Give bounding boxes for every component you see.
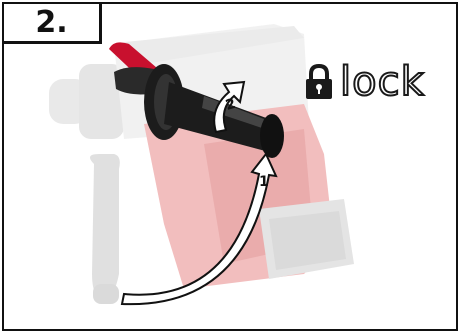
step-number: 2.	[35, 5, 67, 40]
lock-label: lock	[340, 62, 425, 102]
padlock-icon	[304, 64, 334, 100]
lock-indicator: lock	[304, 62, 425, 102]
arrow-1-label: 1	[259, 174, 269, 190]
hammer-drill-illustration: 2 1	[4, 4, 460, 333]
step-number-box: 2.	[4, 4, 102, 44]
instruction-panel: 2 1 2. lock	[2, 2, 458, 331]
